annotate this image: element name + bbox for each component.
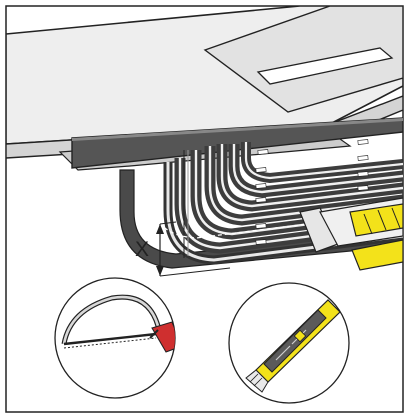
utility-knife-in-use xyxy=(299,197,403,271)
utility-knife-icon xyxy=(245,299,341,393)
dimension-marker xyxy=(156,221,231,277)
panel-slot xyxy=(256,47,394,85)
mounting-rail xyxy=(71,117,403,169)
raised-panel xyxy=(203,6,403,113)
hacksaw-detail-circle xyxy=(54,277,176,399)
mounting-rail-highlight xyxy=(72,118,403,141)
dimension-label: X xyxy=(135,238,149,261)
knife-detail-circle xyxy=(228,282,350,404)
